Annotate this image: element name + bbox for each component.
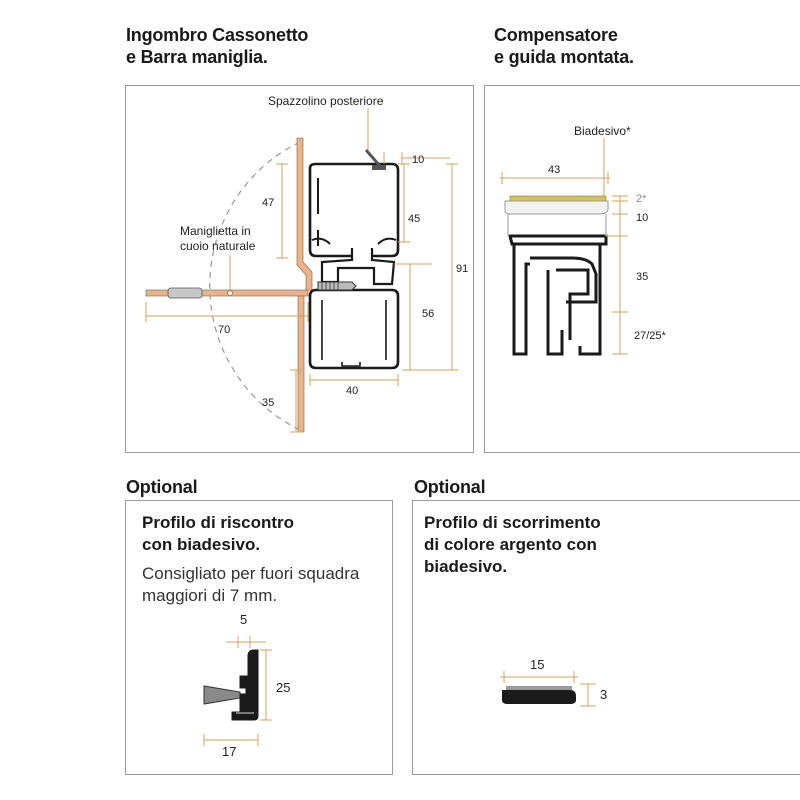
handle-plate-lower bbox=[297, 295, 305, 433]
handle-grip bbox=[167, 287, 203, 299]
scorrimento-heading: Profilo di scorrimento di colore argento… bbox=[424, 512, 601, 578]
scorrimento-heading-line1: Profilo di scorrimento bbox=[424, 513, 601, 532]
riscontro-heading-line2: con biadesivo. bbox=[142, 535, 261, 554]
riscontro-brush bbox=[203, 685, 241, 705]
dim-45: 45 bbox=[408, 213, 420, 225]
dim-35-guide: 35 bbox=[636, 271, 648, 283]
dim-56: 56 bbox=[422, 308, 434, 320]
lower-profile bbox=[308, 288, 400, 370]
upper-profile bbox=[308, 162, 400, 286]
dim-43: 43 bbox=[548, 164, 560, 176]
scorrimento-dimension-lines bbox=[500, 671, 596, 707]
dim-10-top: 10 bbox=[412, 154, 424, 166]
label-handle-line1: Maniglietta in bbox=[180, 224, 251, 238]
compensatore-dimension-lines bbox=[500, 138, 628, 355]
dim-47: 47 bbox=[262, 197, 274, 209]
compensator-plate bbox=[504, 200, 609, 215]
dim-5: 5 bbox=[240, 612, 247, 627]
section3-title: Optional bbox=[126, 477, 198, 497]
adhesive-strip bbox=[509, 195, 607, 202]
dim-17: 17 bbox=[222, 744, 236, 759]
riscontro-drawing: 5 25 17 bbox=[203, 612, 290, 759]
dim-91: 91 bbox=[456, 263, 468, 275]
riscontro-heading: Profilo di riscontro con biadesivo. bbox=[142, 512, 294, 556]
panel-compensatore bbox=[484, 85, 800, 453]
riscontro-dimension-lines bbox=[203, 636, 272, 746]
dim-2: 2* bbox=[636, 193, 647, 205]
riscontro-note-line2: maggiori di 7 mm. bbox=[142, 586, 278, 605]
swing-arc bbox=[209, 141, 301, 431]
scorrimento-heading-line2: di colore argento con bbox=[424, 535, 597, 554]
brush bbox=[364, 149, 382, 167]
screw-icon bbox=[317, 281, 357, 291]
section2-title-line1: Compensatore bbox=[494, 25, 618, 45]
cassonetto-dimension-lines bbox=[145, 108, 458, 433]
panel-riscontro bbox=[125, 500, 393, 775]
dim-10: 10 bbox=[636, 212, 648, 224]
dim-40: 40 bbox=[346, 385, 358, 397]
scorrimento-drawing: 15 3 bbox=[500, 657, 607, 707]
label-adhesive: Biadesivo* bbox=[574, 124, 631, 138]
cassonetto-drawing: Spazzolino posteriore Maniglietta in cuo… bbox=[145, 94, 468, 433]
riscontro-heading-line1: Profilo di riscontro bbox=[142, 513, 295, 532]
scorrimento-adhesive bbox=[506, 686, 572, 690]
brush-base bbox=[372, 165, 386, 170]
riscontro-note-line1: Consigliato per fuori squadra bbox=[142, 564, 360, 583]
guide-profile bbox=[508, 234, 608, 356]
riscontro-profile bbox=[231, 649, 259, 721]
section2-title: Compensatore e guida montata. bbox=[494, 24, 634, 68]
compensatore-drawing: Biadesivo* 43 2* 10 35 27/25* bbox=[500, 124, 667, 356]
section2-title-line2: e guida montata. bbox=[494, 47, 634, 67]
scorrimento-heading-line3: biadesivo. bbox=[424, 557, 508, 576]
scorrimento-profile bbox=[502, 690, 576, 704]
dim-25: 25 bbox=[276, 680, 290, 695]
section1-title-line1: Ingombro Cassonetto bbox=[126, 25, 309, 45]
dim-70: 70 bbox=[218, 324, 230, 336]
dim-35: 35 bbox=[262, 397, 274, 409]
dim-27-25: 27/25* bbox=[634, 330, 667, 342]
section1-title: Ingombro Cassonetto e Barra maniglia. bbox=[126, 24, 308, 68]
label-brush: Spazzolino posteriore bbox=[268, 94, 384, 108]
section4-title: Optional bbox=[414, 477, 486, 497]
riscontro-note: Consigliato per fuori squadra maggiori d… bbox=[142, 563, 359, 607]
dim-15: 15 bbox=[530, 657, 544, 672]
section1-title-line2: e Barra maniglia. bbox=[126, 47, 268, 67]
dim-3: 3 bbox=[600, 687, 607, 702]
label-handle-line2: cuoio naturale bbox=[180, 239, 256, 253]
panel-scorrimento bbox=[412, 500, 800, 775]
